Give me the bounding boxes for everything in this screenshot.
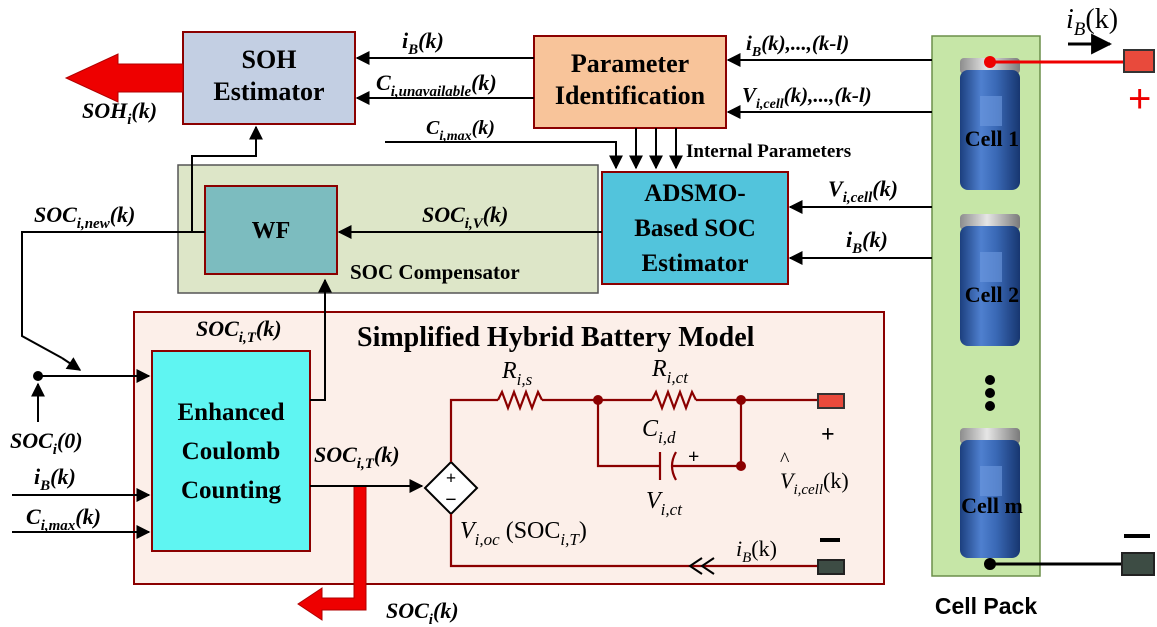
soc-output-label: SOCi(k) xyxy=(386,598,459,627)
soc0-label: SOCi(0) xyxy=(10,428,83,458)
pack-minus-sign xyxy=(1124,534,1150,538)
cunavail-label: Ci,unavailable(k) xyxy=(376,70,497,100)
hybrid-model-title: Simplified Hybrid Battery Model xyxy=(357,322,755,353)
ib-label-ecc: iB(k) xyxy=(34,464,76,494)
soh-label-1: SOH xyxy=(242,45,297,74)
node-rc-right-bottom xyxy=(736,461,746,471)
pack-plus-sign: + xyxy=(1128,77,1151,121)
cell-2 xyxy=(960,214,1020,346)
ellipsis-dot-1 xyxy=(985,375,995,385)
node-rc-right-top xyxy=(736,395,746,405)
pack-positive-node xyxy=(984,56,996,68)
pack-current-label: iB(k) xyxy=(1066,4,1118,40)
model-negative-terminal xyxy=(818,560,844,574)
cell-2-label: Cell 2 xyxy=(965,282,1019,307)
ib-label-soh: iB(k) xyxy=(402,28,444,58)
soh-output-red-arrow xyxy=(66,54,183,102)
soh-output-label: SOHi(k) xyxy=(82,98,157,128)
cmax-label-param: Ci,max(k) xyxy=(426,117,495,144)
cell-pack-label: Cell Pack xyxy=(935,593,1037,619)
param-label-2: Identification xyxy=(555,81,706,110)
source-plus: + xyxy=(446,468,456,488)
model-plus-sign: + xyxy=(821,422,835,448)
pack-positive-terminal xyxy=(1124,50,1154,72)
adsmo-label-1: ADSMO- xyxy=(644,180,745,207)
vcell-label-adsmo: Vi,cell(k) xyxy=(828,176,898,206)
ib-history-label: iB(k),...,(k-l) xyxy=(746,31,849,60)
node-rc-left xyxy=(593,395,603,405)
vcell-history-label: Vi,cell(k),...,(k-l) xyxy=(742,83,872,112)
cmax-to-adsmo-arrow xyxy=(385,142,616,168)
internal-parameters-label: Internal Parameters xyxy=(686,141,851,162)
soc-compensator-label: SOC Compensator xyxy=(350,260,520,284)
cmax-label-ecc: Ci,max(k) xyxy=(26,504,101,534)
ecc-label-1: Enhanced xyxy=(178,399,285,426)
adsmo-label-3: Estimator xyxy=(642,250,749,277)
pack-negative-node xyxy=(984,558,996,570)
cell-m-label: Cell m xyxy=(961,493,1023,518)
capacitor-plus: + xyxy=(688,446,699,468)
wf-label: WF xyxy=(252,218,291,244)
ellipsis-dot-2 xyxy=(985,388,995,398)
ecc-label-3: Counting xyxy=(181,477,282,504)
soc-new-label: SOCi,new(k) xyxy=(34,202,135,232)
cell-1-label: Cell 1 xyxy=(965,126,1019,151)
ib-label-adsmo: iB(k) xyxy=(846,227,888,257)
source-minus: − xyxy=(445,489,456,511)
cell-1 xyxy=(960,58,1020,190)
ellipsis-dot-3 xyxy=(985,401,995,411)
ecc-label-2: Coulomb xyxy=(182,438,281,465)
model-minus-sign xyxy=(820,538,840,542)
pack-negative-terminal xyxy=(1122,553,1154,575)
adsmo-label-2: Based SOC xyxy=(634,215,756,242)
soc-new-feedback-tip xyxy=(62,358,80,370)
soh-label-2: Estimator xyxy=(213,77,324,106)
model-positive-terminal xyxy=(818,394,844,408)
param-label-1: Parameter xyxy=(571,49,689,78)
